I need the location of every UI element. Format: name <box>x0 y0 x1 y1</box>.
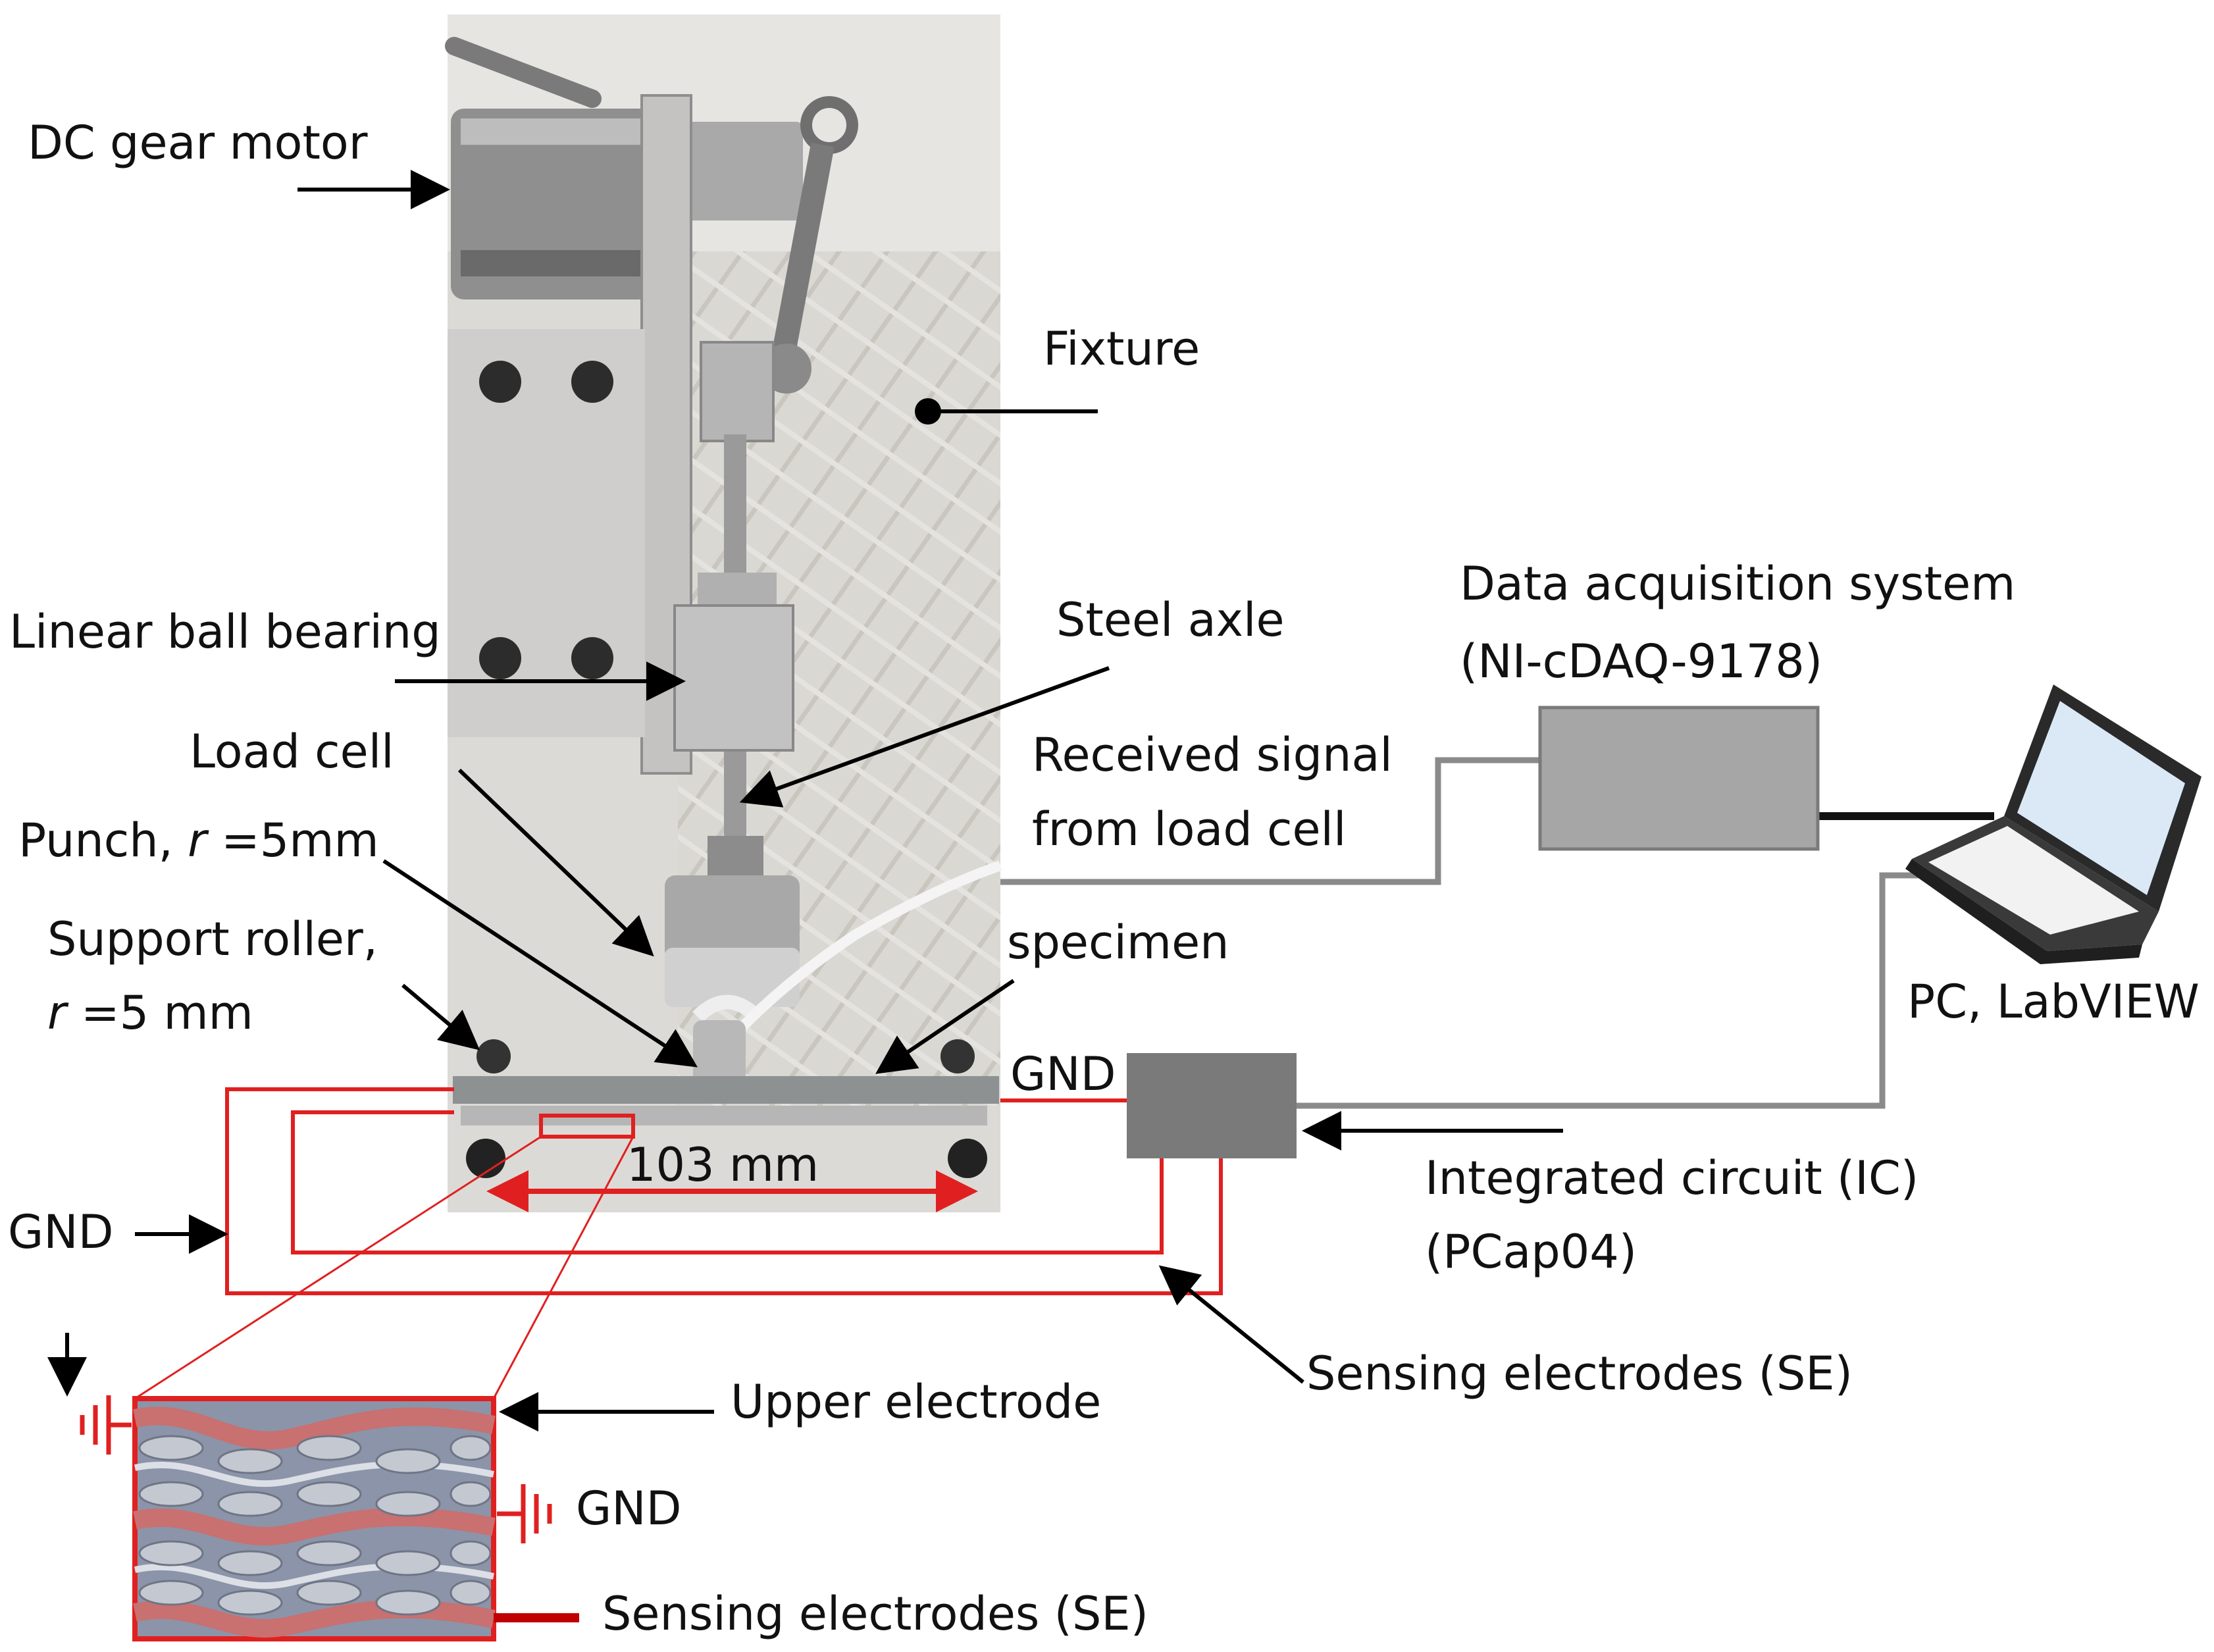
ground-symbol-icon <box>497 1484 552 1543</box>
label-gnd-inset: GND <box>576 1482 682 1536</box>
label-ic: Integrated circuit (IC) <box>1425 1151 1919 1205</box>
fabric-cross-section <box>132 1396 496 1641</box>
ic-box <box>1127 1053 1297 1158</box>
ground-wiring <box>225 1087 1223 1295</box>
label-dc-gear-motor: DC gear motor <box>28 116 368 170</box>
label-support-roller: Support roller, <box>47 912 378 966</box>
label-linear-ball-bearing: Linear ball bearing <box>9 605 441 659</box>
label-fixture: Fixture <box>1043 322 1200 376</box>
load-cell <box>665 836 800 1023</box>
punch-prefix: Punch, <box>18 813 188 867</box>
annotation-arrows <box>47 170 1563 1432</box>
label-steel-axle: Steel axle <box>1056 593 1285 647</box>
punch <box>693 1020 746 1093</box>
bolts <box>479 361 613 679</box>
label-daq-title: Data acquisition system <box>1460 557 2016 611</box>
label-received-signal: Received signal <box>1032 728 1393 782</box>
label-specimen: specimen <box>1007 916 1229 969</box>
label-gnd-left: GND <box>8 1205 114 1259</box>
punch-radius: =5mm <box>206 813 379 867</box>
fixture-marker <box>915 398 941 425</box>
label-load-cell: Load cell <box>190 725 394 779</box>
rod-end-link <box>700 96 858 442</box>
label-sensing-electrodes: Sensing electrodes (SE) <box>1306 1347 1853 1401</box>
support-roller-r-symbol: r <box>47 986 66 1040</box>
label-received-signal-source: from load cell <box>1032 802 1347 856</box>
support-roller-radius: =5 mm <box>66 986 253 1040</box>
punch-r-symbol: r <box>188 813 207 867</box>
linear-ball-bearing <box>673 573 794 752</box>
specimen <box>453 1076 999 1104</box>
label-upper-electrode: Upper electrode <box>731 1375 1102 1429</box>
label-punch: Punch, r =5mm <box>18 813 379 868</box>
ground-symbol-icon <box>80 1395 132 1455</box>
daq-box <box>1538 706 1820 851</box>
label-support-roller-radius: r =5 mm <box>47 985 253 1041</box>
label-span: 103 mm <box>627 1138 819 1192</box>
mounting-plate <box>448 94 692 775</box>
dc-gear-motor <box>451 109 803 299</box>
label-gnd-ic: GND <box>1010 1047 1116 1101</box>
label-ic-model: (PCap04) <box>1425 1225 1637 1279</box>
label-pc-labview: PC, LabVIEW <box>1907 975 2200 1029</box>
zoom-line-left <box>134 1135 542 1400</box>
laptop-icon <box>1905 684 2201 964</box>
load-cell-cable <box>720 860 1002 1050</box>
signal-wiring <box>1000 757 1942 1109</box>
label-daq-model: (NI-cDAQ-9178) <box>1460 634 1823 688</box>
label-sensing-electrodes-inset: Sensing electrodes (SE) <box>602 1587 1148 1641</box>
electrode-highlight <box>539 1114 635 1139</box>
